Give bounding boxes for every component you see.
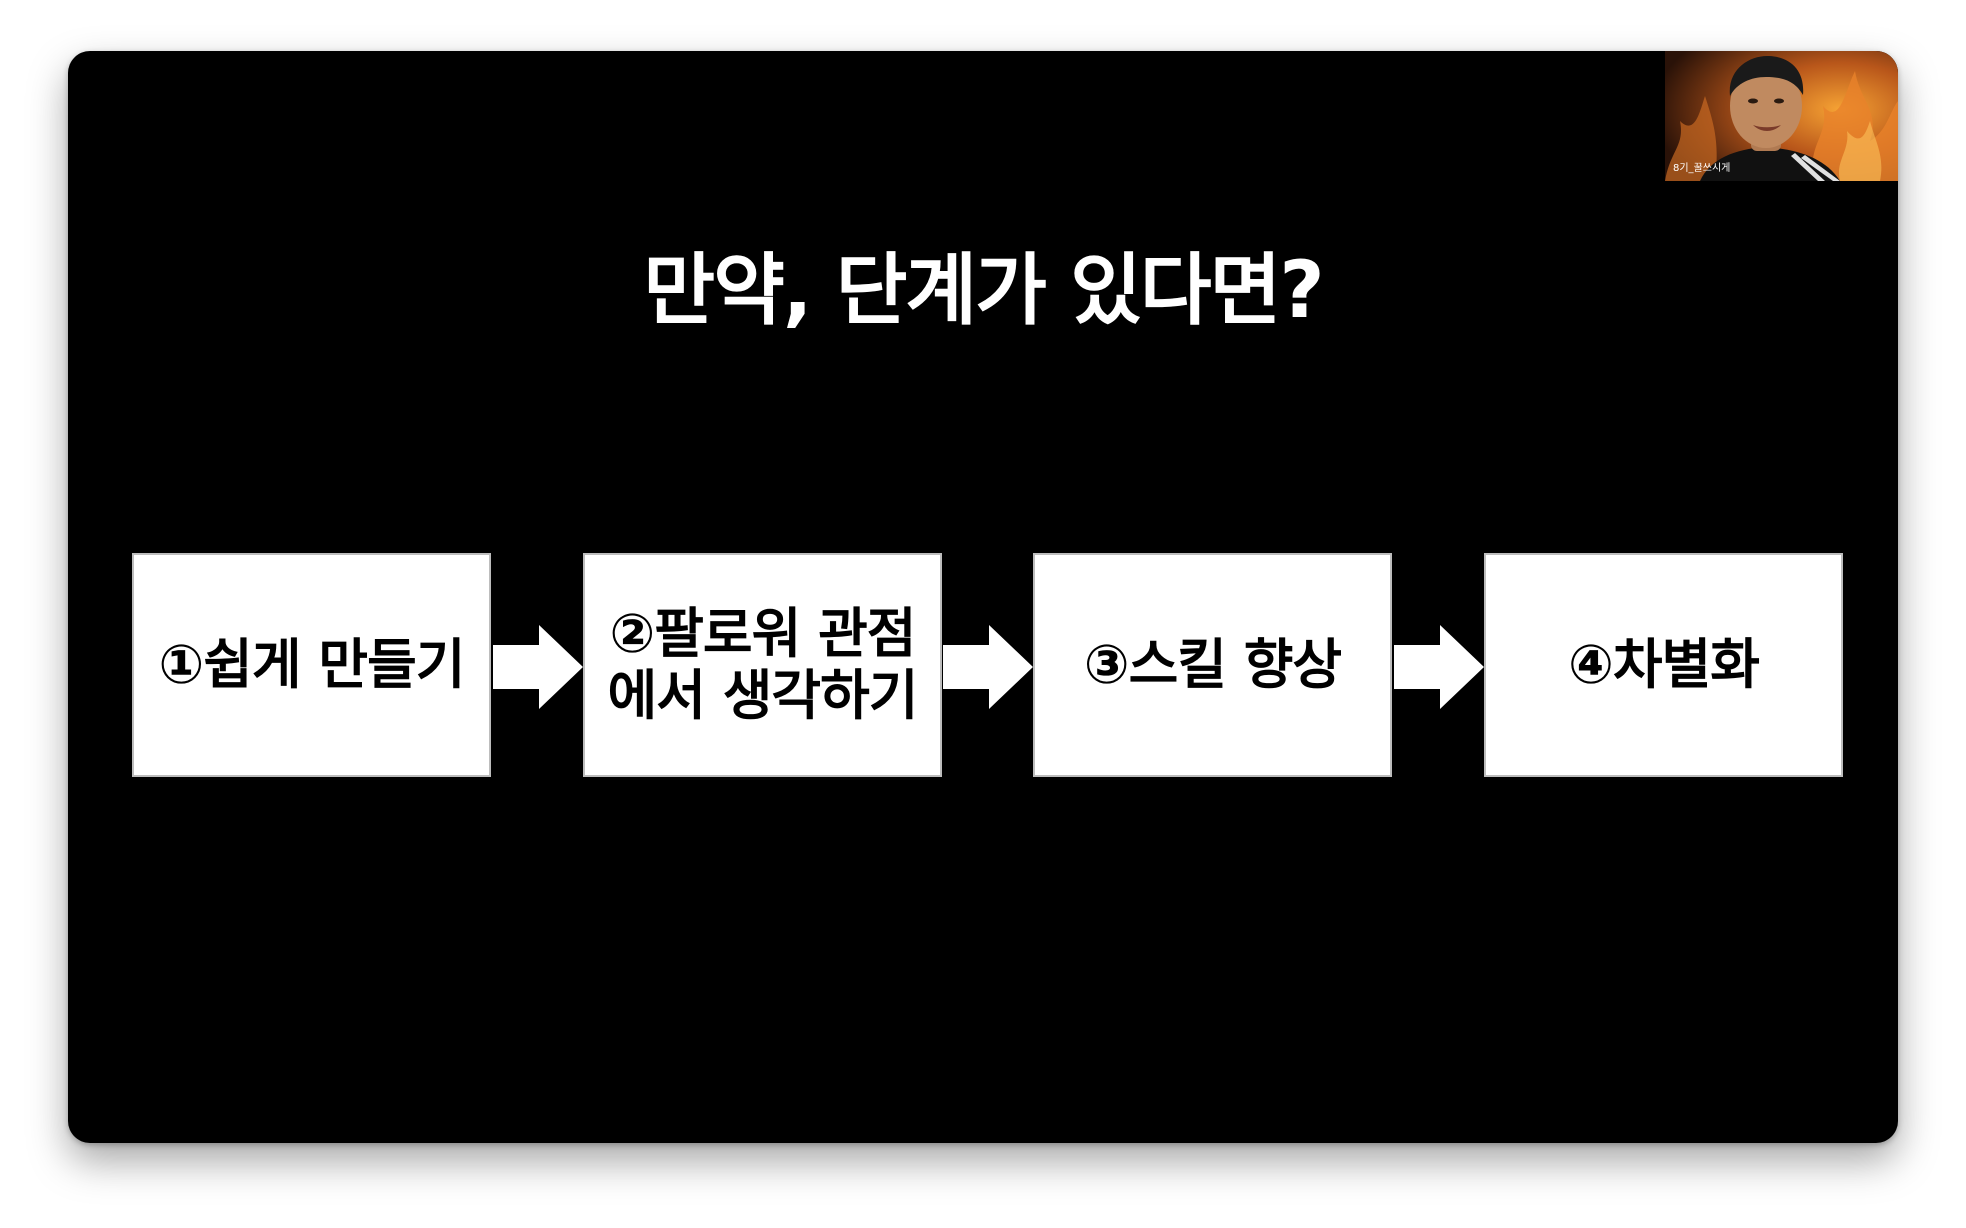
participant-name-label: 8기_꿀쓰시게 bbox=[1673, 163, 1731, 174]
step-3-line-1: ③스킬 향상 bbox=[1083, 633, 1342, 696]
step-2-line-1: ②팔로워 관점 bbox=[609, 602, 917, 665]
step-2-line-2: 에서 생각하기 bbox=[607, 664, 919, 727]
slide-title: 만약, 단계가 있다면? bbox=[643, 246, 1324, 336]
step-4-line-1: ④차별화 bbox=[1568, 633, 1760, 696]
step-box-2: ②팔로워 관점 에서 생각하기 bbox=[583, 553, 942, 777]
participant-video-image bbox=[1665, 51, 1898, 181]
step-box-1: ①쉽게 만들기 bbox=[132, 553, 491, 777]
arrow-right-icon bbox=[943, 625, 1033, 709]
participant-video-thumbnail[interactable]: 8기_꿀쓰시게 bbox=[1665, 51, 1898, 181]
slide-window: 만약, 단계가 있다면? ①쉽게 만들기 ②팔로워 관점 에서 생각하기 ③스킬… bbox=[68, 51, 1898, 1143]
step-box-4: ④차별화 bbox=[1484, 553, 1843, 777]
arrow-right-icon bbox=[1394, 625, 1484, 709]
step-box-3: ③스킬 향상 bbox=[1033, 553, 1392, 777]
arrow-right-icon bbox=[493, 625, 583, 709]
step-1-line-1: ①쉽게 만들기 bbox=[158, 633, 466, 696]
